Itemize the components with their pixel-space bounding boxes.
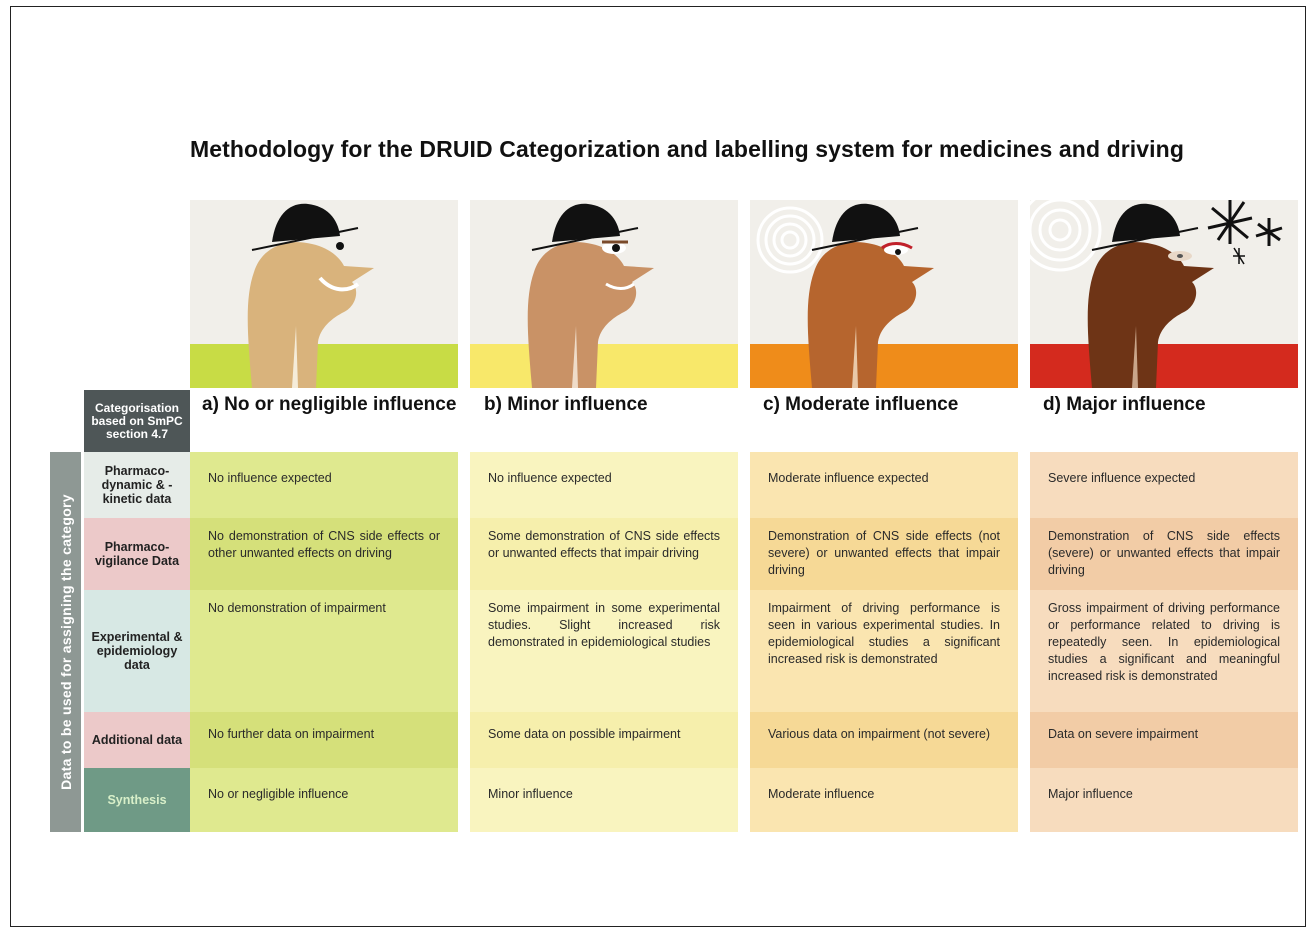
column-major-influence: Severe influence expected Demonstration … — [1030, 452, 1298, 832]
face-illustration-major — [1030, 200, 1298, 388]
face-illustration-moderate — [750, 200, 1018, 388]
color-band-red — [1030, 344, 1298, 388]
row-label-pharmacovigilance: Pharmaco-vigilance Data — [84, 518, 190, 590]
face-illustration-none — [190, 200, 458, 388]
figure-frame — [10, 6, 1306, 927]
heading-no-influence: a) No or negligible influence — [202, 394, 457, 415]
cell-syn: No or negligible influence — [190, 768, 458, 832]
cell-pk: Severe influence expected — [1030, 452, 1298, 518]
column-no-influence: No influence expected No demonstration o… — [190, 452, 458, 832]
row-label-additional: Additional data — [84, 712, 190, 768]
cell-pv: Some demonstration of CNS side effects o… — [470, 518, 738, 590]
color-band-yellow — [470, 344, 738, 388]
cell-add: Various data on impairment (not severe) — [750, 712, 1018, 768]
cell-exp: Gross impairment of driving performance … — [1030, 590, 1298, 712]
cell-pk: Moderate influence expected — [750, 452, 1018, 518]
heading-moderate-influence: c) Moderate influence — [763, 394, 959, 415]
cell-pk: No influence expected — [190, 452, 458, 518]
row-label-synthesis: Synthesis — [84, 768, 190, 832]
color-band-green — [190, 344, 458, 388]
cell-add: Some data on possible impairment — [470, 712, 738, 768]
column-minor-influence: No influence expected Some demonstration… — [470, 452, 738, 832]
category-header: Categorisation based on SmPC section 4.7 — [84, 390, 190, 452]
side-label-bar: Data to be used for assigning the catego… — [50, 452, 81, 832]
cell-pv: Demonstration of CNS side effects (not s… — [750, 518, 1018, 590]
cell-add: No further data on impairment — [190, 712, 458, 768]
cell-exp: Impairment of driving performance is see… — [750, 590, 1018, 712]
row-label-pharmacokinetic: Pharmaco-dynamic & -kinetic data — [84, 452, 190, 518]
heading-major-influence: d) Major influence — [1043, 394, 1206, 415]
cell-add: Data on severe impairment — [1030, 712, 1298, 768]
cell-syn: Moderate influence — [750, 768, 1018, 832]
cell-syn: Minor influence — [470, 768, 738, 832]
cell-exp: No demonstration of impairment — [190, 590, 458, 712]
heading-minor-influence: b) Minor influence — [484, 394, 648, 415]
cell-pv: Demonstration of CNS side effects (sever… — [1030, 518, 1298, 590]
cell-pv: No demonstration of CNS side effects or … — [190, 518, 458, 590]
page-title: Methodology for the DRUID Categorization… — [190, 136, 1184, 162]
side-label: Data to be used for assigning the catego… — [57, 494, 74, 790]
cell-exp: Some impairment in some experimental stu… — [470, 590, 738, 712]
column-moderate-influence: Moderate influence expected Demonstratio… — [750, 452, 1018, 832]
cell-syn: Major influence — [1030, 768, 1298, 832]
row-label-experimental: Experimental & epidemiology data — [84, 590, 190, 712]
face-illustration-minor — [470, 200, 738, 388]
color-band-orange — [750, 344, 1018, 388]
cell-pk: No influence expected — [470, 452, 738, 518]
